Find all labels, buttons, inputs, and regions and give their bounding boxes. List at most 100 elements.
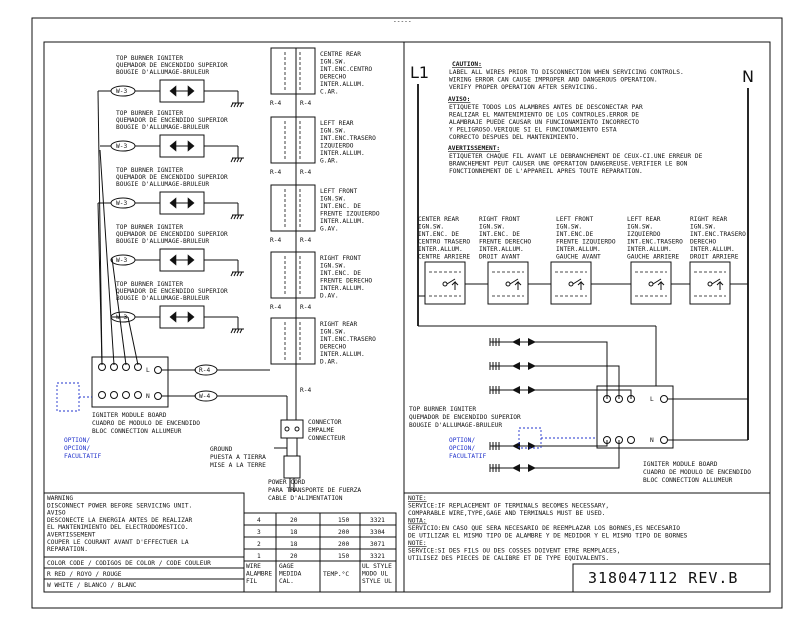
avert-line: FONCTIONNEMENT DE L'APPAREIL APRES TOUTE… [449,168,643,175]
switch-box [270,47,316,95]
aviso-line: REALIZAR EL MANTENIMIENTO DE LOS CONTROL… [449,112,639,119]
wire-table-cell: 4 [257,517,261,524]
switch-label: D.AV. [320,293,339,300]
option-box-left [56,382,80,412]
wire-table-header: FIL [246,578,257,585]
right-switch-label: CENTRO TRASERO [418,239,470,246]
switch-label: RIGHT FRONT [320,255,361,262]
note-line: DE UTILIZAR EL MISMO TIPO DE ALAMBRE Y D… [408,533,688,540]
right-switch-label: CENTER REAR [418,216,459,223]
right-igniter-lead-2 [489,362,620,399]
right-igniter-lead-5 [489,440,620,472]
wire-table-header: CAL. [279,578,294,585]
right-switch-label: LEFT REAR [627,216,661,223]
warning-line: COUPER LE COURANT AVANT D'EFFECTUER LA [47,539,189,546]
right-switch-label: GAUCHE ARRIERE [627,254,679,261]
igniter-fr: BOUGIE D'ALLUMAGE-BRULEUR [116,238,209,245]
caution-text: CAUTION:LABEL ALL WIRES PRIOR TO DISCONN… [448,61,703,175]
switch-label: INT.ENC.CENTRO [320,66,372,73]
right-igniter-es: QUEMADOR DE ENCENDIDO SUPERIOR [409,414,521,421]
igniter-es: QUEMADOR DE ENCENDIDO SUPERIOR [116,117,228,124]
igniter-es: QUEMADOR DE ENCENDIDO SUPERIOR [116,231,228,238]
warning-line: AVISO [47,510,66,517]
wire-tag-label: W-3 [116,257,127,264]
right-switch-label: IGN.SW. [556,224,582,231]
switch-label: INT.ENC. DE [320,203,361,210]
right-switch-box [630,261,672,305]
warning-line: DESCONECTE LA ENERGIA ANTES DE REALIZAR [47,517,193,524]
igniter-es: QUEMADOR DE ENCENDIDO SUPERIOR [116,174,228,181]
right-switch-label: CENTRE ARRIERE [418,254,470,261]
note-line: COMPARABLE WIRE,TYPE,GAGE AND TERMINALS … [408,510,605,517]
ground-en: GROUND [210,446,233,453]
right-switch-label: IGN.SW. [479,224,505,231]
wire-table-cell: 1 [257,553,261,560]
aviso-line: ETIQUETE TODOS LOS ALAMBRES ANTES DE DES… [449,104,643,111]
switch-box [270,184,316,232]
switch-label: DERECHO [320,74,346,81]
outer-frame [31,17,783,609]
connector-en: CONNECTOR [308,419,342,426]
wire-table-cell: 18 [290,529,298,536]
aviso-line: CORRECTO DESPUES DEL MANTENIMIENTO. [449,134,579,141]
switch-label: INTER.ALLUM. [320,285,365,292]
wire-table-cell: 20 [290,553,298,560]
right-switch-label: DROIT AVANT [479,254,520,261]
right-igniter-fr: BOUGIE D'ALLUMAGE-BRULEUR [409,422,502,429]
power-cord-es: PARA TRANSPORTE DE FUERZA [268,487,361,494]
switch-label: INTER.ALLUM. [320,351,365,358]
note-title: NOTE: [408,540,427,547]
switch-label: LEFT REAR [320,120,354,127]
avert-line: ETIQUETER CHAQUE FIL AVANT LE DEBRANCHEM… [449,153,703,160]
right-option-es: OPCION/ [449,445,475,452]
warning-line: REPARATION. [47,546,88,553]
right-igniter-leads [489,338,632,472]
igniter-en: TOP BURNER IGNITER [116,110,183,117]
note-line: SERVICIO:EN CASO QUE SERA NECESARIO DE R… [408,525,680,532]
aviso-line: ALAMBRAJE PUEDE CAUSAR UN FUNCIONAMIENTO… [449,119,639,126]
avert-line: BRANCHEMENT PEUT CAUSER UNE OPERATION DA… [449,161,688,168]
n-label: N [742,67,754,86]
left-module-board: L N IGNITER MODULE BOARD CUADRO DE MODUL… [91,356,200,435]
wire-table-cell: 3 [257,529,261,536]
right-switch-5: RIGHT REARIGN.SW.INT.ENC.TRASERODERECHOI… [689,216,746,305]
option-label-en: OPTION/ [64,437,90,444]
wire-table-header: ALAMBRE [246,571,272,578]
right-switch-label: INTER.ALLUM. [479,246,524,253]
aviso-line: Y PELIGROSO.VERIQUE SI EL FUNCIONAMIENTO… [449,127,617,134]
switch-label: FRENTE DERECHO [320,278,372,285]
wire-table-header: WIRE [246,563,261,570]
right-module-board: L N IGNITER MODULE BOARD CUADRO DE MODUL… [596,385,751,484]
right-switch-box [424,261,466,305]
right-switch-label: FRENTE IZQUIERDO [556,239,616,246]
wire-r4-vertical-label: R-4 [300,387,311,394]
right-igniter-en: TOP BURNER IGNITER [409,406,476,413]
wire-table-cell: 2 [257,541,261,548]
switch-label: LEFT FRONT [320,188,358,195]
wire-r4-label: R-4 [300,237,311,244]
note-title: NOTA: [408,518,427,525]
left-switch-5: RIGHT REARIGN.SW.INT.ENC.TRASERODERECHOI… [270,317,376,366]
switch-label: INT.ENC.TRASERO [320,135,376,142]
igniter-en: TOP BURNER IGNITER [116,281,183,288]
switch-label: IGN.SW. [320,329,346,336]
ground-icon [230,157,244,163]
power-cord-fr: CABLE D'ALIMENTATION [268,495,343,502]
part-number-box [572,563,771,593]
wire-w4-label: W-4 [199,393,210,400]
switch-label: IGN.SW. [320,128,346,135]
right-switch-label: INTER.ALLUM. [418,246,463,253]
switch-label: INT.ENC. DE [320,270,361,277]
caution-line: LABEL ALL WIRES PRIOR TO DISCONNECTION W… [449,69,684,76]
module-n-label: N [146,393,150,400]
right-switch-label: RIGHT FRONT [479,216,520,223]
connector-es: EMPALME [308,427,334,434]
